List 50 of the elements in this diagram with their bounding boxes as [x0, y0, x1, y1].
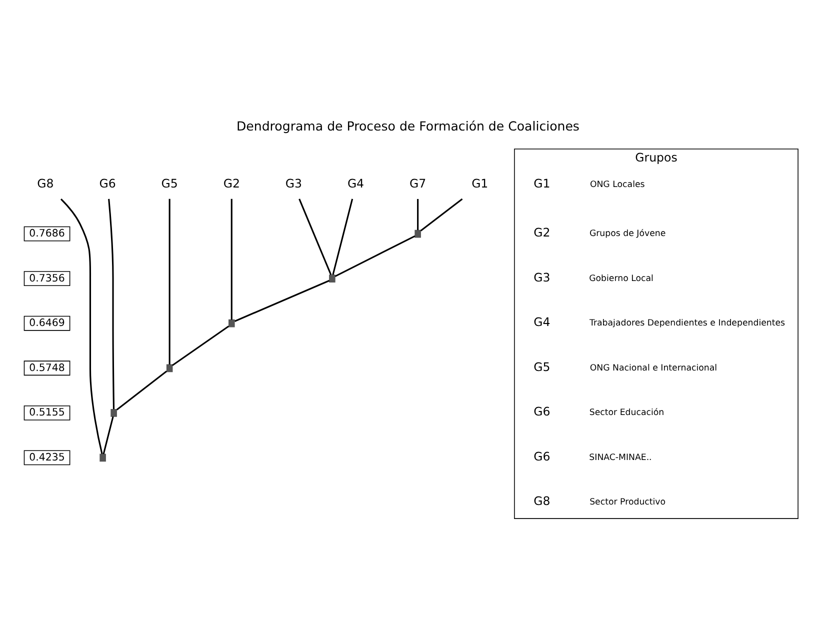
label: G2: [534, 226, 550, 240]
node-box: 0.7686: [24, 226, 70, 242]
label: G6: [534, 449, 550, 464]
label: G8: [534, 494, 550, 508]
node-box: 0.5155: [24, 405, 70, 420]
connector: [172, 326, 230, 366]
connector: [116, 370, 168, 410]
label: ONG Nacional e Internacional: [590, 363, 718, 374]
node-text: G4: [347, 176, 364, 190]
diagram-title: Dendrograma de Proceso de Formación de Coaliciones: [236, 118, 580, 134]
connector: [234, 280, 330, 322]
node-box: [166, 364, 173, 372]
node-box: [100, 454, 106, 462]
label: Grupos de Jóvene: [589, 229, 666, 239]
node-box: 0.5748: [24, 360, 70, 376]
connector: [334, 235, 416, 278]
node-text: G2: [223, 176, 240, 190]
node-box: 0.6469: [24, 316, 70, 331]
node-box: [228, 319, 235, 328]
connector: [60, 198, 103, 454]
node-box: [414, 230, 421, 238]
node-box: [110, 408, 117, 417]
node-box: 0.4235: [24, 450, 70, 466]
label: G3: [534, 270, 550, 284]
connector: [230, 198, 232, 320]
connector: [298, 198, 332, 276]
label: G4: [534, 315, 550, 330]
label: G5: [534, 360, 550, 374]
node-text: G5: [161, 176, 178, 190]
connector: [420, 198, 463, 232]
node-text: G3: [285, 176, 302, 190]
label: Sector Productivo: [590, 498, 666, 508]
connector: [417, 198, 419, 230]
label: Gobierno Local: [589, 274, 654, 284]
connector: [102, 416, 114, 454]
connector: [108, 198, 115, 410]
connector: [332, 198, 354, 276]
node-text: G6: [99, 176, 116, 190]
label: ONG Locales: [590, 180, 645, 190]
label: G6: [534, 404, 550, 419]
label: G1: [534, 176, 550, 190]
node-text: G7: [410, 176, 426, 190]
label: Trabajadores Dependientes e Independientes: [589, 318, 786, 329]
connector: [168, 198, 170, 364]
node-box: 0.7356: [24, 271, 70, 286]
node-text: G1: [472, 176, 488, 190]
node-box: [329, 274, 336, 282]
label: Sector Educación: [589, 408, 664, 418]
label: SINAC-MINAE..: [589, 452, 652, 463]
node-text: G8: [37, 176, 54, 190]
